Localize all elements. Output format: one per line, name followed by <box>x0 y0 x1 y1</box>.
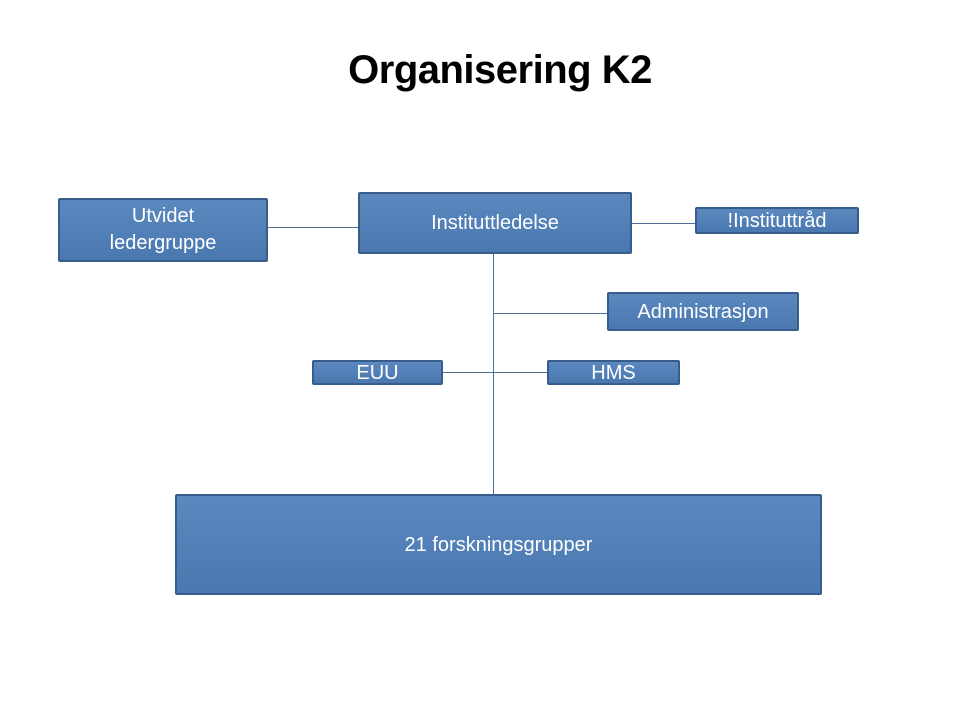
org-box-label: ledergruppe <box>109 232 217 254</box>
org-box-euu: EUU <box>312 360 443 385</box>
page-title: Organisering K2 <box>348 48 652 92</box>
org-box-label: Administrasjon <box>637 300 769 323</box>
org-box-label: HMS <box>591 361 636 384</box>
org-box-label: Instituttledelse <box>431 212 559 234</box>
org-box-instituttledelse: Instituttledelse <box>358 192 632 254</box>
org-box-label: EUU <box>356 361 399 384</box>
connector-instituttledelse-utvidet <box>266 227 358 228</box>
org-box-hms: HMS <box>547 360 680 385</box>
connector-administrasjon <box>493 313 607 314</box>
org-box-instituttraad: !Instituttråd <box>695 207 859 234</box>
connector-instituttledelse-instituttraad <box>630 223 695 224</box>
org-box-label: 21 forskningsgrupper <box>404 533 593 556</box>
connector-euu-hms <box>441 372 547 373</box>
org-box-label: !Instituttråd <box>727 209 827 232</box>
org-box-forskningsgrupper: 21 forskningsgrupper <box>175 494 822 595</box>
org-box-label: Utvidet <box>131 205 195 227</box>
org-box-administrasjon: Administrasjon <box>607 292 799 331</box>
org-box-utvidet-ledergruppe: Utvidet ledergruppe <box>58 198 268 262</box>
connector-instituttledelse-forskningsgrupper <box>493 253 494 494</box>
